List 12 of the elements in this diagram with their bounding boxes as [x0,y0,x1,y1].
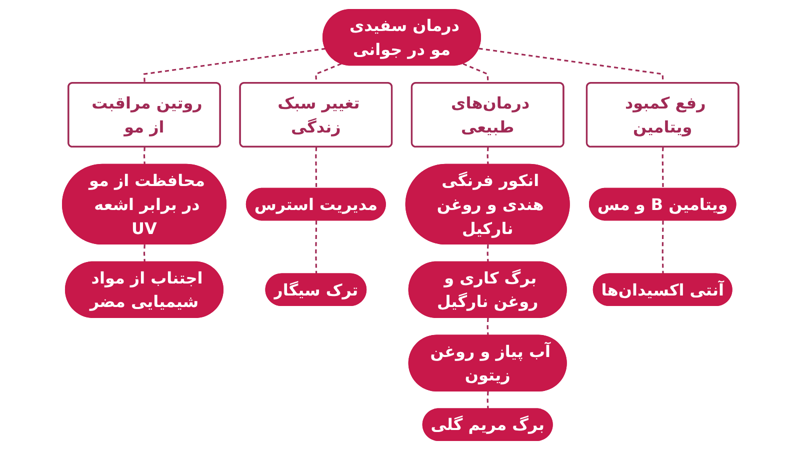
connector [486,318,488,336]
connector [661,220,664,274]
connector [142,147,145,165]
connector [314,220,317,274]
connector [486,391,488,410]
connector [661,147,664,189]
connector [462,63,488,84]
connector [142,48,326,84]
connector [486,244,488,262]
connector [486,147,488,165]
connector [142,244,145,262]
connector [314,147,317,189]
